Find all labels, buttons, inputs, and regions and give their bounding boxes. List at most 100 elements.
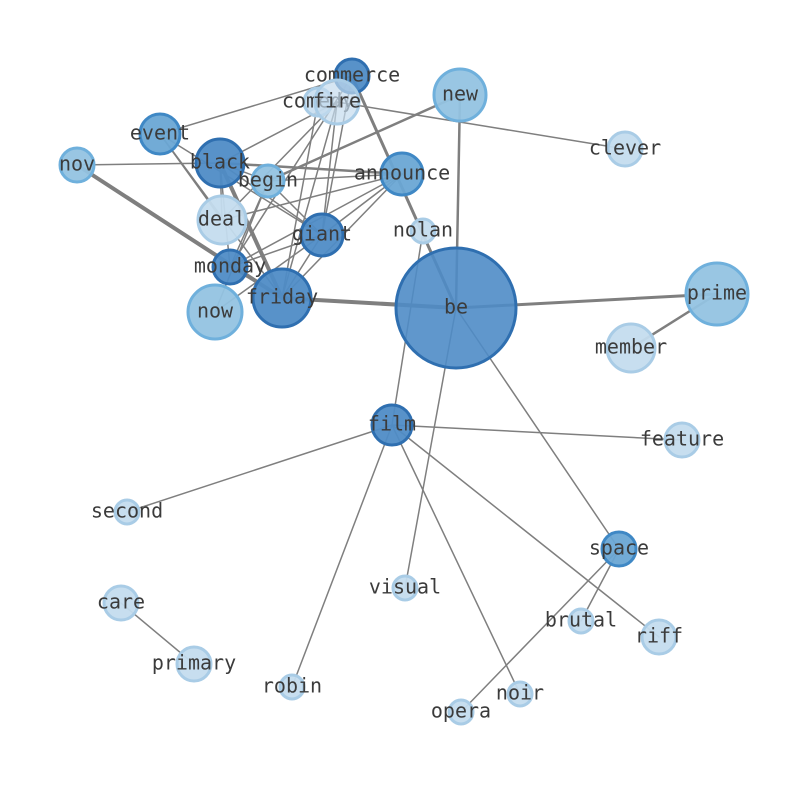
node-label-giant: giant [292, 222, 352, 246]
node-circle-friday [251, 267, 313, 329]
edge-nov-friday [75, 163, 284, 300]
node-label-robin: robin [262, 674, 322, 698]
node-circle-giant [299, 212, 345, 258]
edge-film-riff [391, 424, 660, 638]
node-nov: nov [58, 146, 96, 184]
node-circle-fire [313, 78, 361, 126]
node-label-event: event [130, 121, 190, 145]
node-label-clever: clever [589, 136, 661, 160]
node-black: black [190, 137, 250, 189]
node-space: space [589, 530, 649, 568]
node-label-black: black [190, 150, 250, 174]
node-circle-noir [506, 680, 534, 708]
graph-nodes: commercecomedyfireneweventclevernovblack… [58, 57, 750, 726]
node-label-fire: fire [313, 89, 361, 113]
node-circle-be [394, 246, 518, 370]
node-circle-primary [175, 645, 213, 683]
node-riff: riff [635, 618, 683, 656]
node-label-prime: prime [687, 281, 747, 305]
edge-fire-deal [221, 101, 338, 221]
edge-event-commerce [159, 75, 353, 135]
node-member: member [595, 322, 667, 374]
node-label-announce: announce [354, 161, 450, 185]
edge-fire-clever [336, 101, 626, 150]
node-nolan: nolan [393, 217, 453, 245]
node-label-space: space [589, 536, 649, 560]
node-visual: visual [369, 574, 441, 602]
node-label-new: new [442, 82, 479, 106]
node-label-film: film [368, 412, 416, 436]
node-circle-monday [211, 248, 249, 286]
node-circle-film [370, 403, 414, 447]
node-new: new [432, 67, 488, 123]
node-event: event [130, 112, 190, 156]
edge-film-robin [291, 424, 393, 688]
node-circle-second [113, 498, 141, 526]
node-robin: robin [262, 673, 322, 701]
edge-film-feature [391, 424, 683, 441]
node-second: second [91, 498, 163, 526]
node-friday: friday [246, 267, 318, 329]
edge-event-giant [159, 133, 323, 236]
node-label-opera: opera [431, 699, 491, 723]
node-circle-nov [58, 146, 96, 184]
node-prime: prime [684, 261, 750, 327]
node-circle-robin [278, 673, 306, 701]
node-circle-nolan [409, 217, 437, 245]
node-monday: monday [194, 248, 266, 286]
node-circle-deal [196, 194, 248, 246]
node-label-deal: deal [198, 207, 246, 231]
node-circle-new [432, 67, 488, 123]
node-label-be: be [444, 295, 468, 319]
edge-fire-friday [281, 101, 338, 299]
node-label-visual: visual [369, 575, 441, 599]
node-giant: giant [292, 212, 352, 258]
node-circle-clever [606, 130, 644, 168]
node-label-noir: noir [496, 681, 544, 705]
edge-new-begin [266, 93, 462, 183]
node-circle-prime [684, 261, 750, 327]
node-be: be [394, 246, 518, 370]
node-circle-feature [663, 421, 701, 459]
node-label-begin: begin [238, 168, 298, 192]
node-circle-visual [391, 574, 419, 602]
node-circle-brutal [567, 607, 595, 635]
node-feature: feature [640, 421, 724, 459]
node-label-feature: feature [640, 427, 724, 451]
node-label-riff: riff [635, 624, 683, 648]
edge-film-second [126, 424, 393, 513]
node-circle-black [194, 137, 246, 189]
node-label-second: second [91, 499, 163, 523]
edge-space-opera [460, 548, 620, 713]
node-circle-event [138, 112, 182, 156]
node-begin: begin [238, 163, 298, 199]
node-circle-riff [640, 618, 678, 656]
node-label-nolan: nolan [393, 218, 453, 242]
node-clever: clever [589, 130, 661, 168]
node-label-brutal: brutal [545, 608, 617, 632]
node-label-friday: friday [246, 285, 318, 309]
edge-film-noir [391, 424, 521, 695]
node-now: now [186, 283, 244, 341]
node-label-nov: nov [59, 152, 95, 176]
node-fire: fire [313, 78, 361, 126]
node-circle-begin [250, 163, 286, 199]
node-circle-member [605, 322, 657, 374]
node-circle-care [102, 584, 140, 622]
node-noir: noir [496, 680, 544, 708]
node-label-member: member [595, 335, 667, 359]
node-primary: primary [152, 645, 236, 683]
node-label-monday: monday [194, 254, 266, 278]
edge-black-announce [218, 161, 404, 176]
node-circle-opera [447, 698, 475, 726]
node-announce: announce [354, 151, 450, 197]
node-label-primary: primary [152, 651, 236, 675]
edge-announce-deal [221, 173, 403, 221]
node-deal: deal [196, 194, 248, 246]
node-label-now: now [197, 299, 234, 323]
node-brutal: brutal [545, 607, 617, 635]
node-care: care [97, 584, 145, 622]
node-circle-announce [379, 151, 425, 197]
node-circle-now [186, 283, 244, 341]
